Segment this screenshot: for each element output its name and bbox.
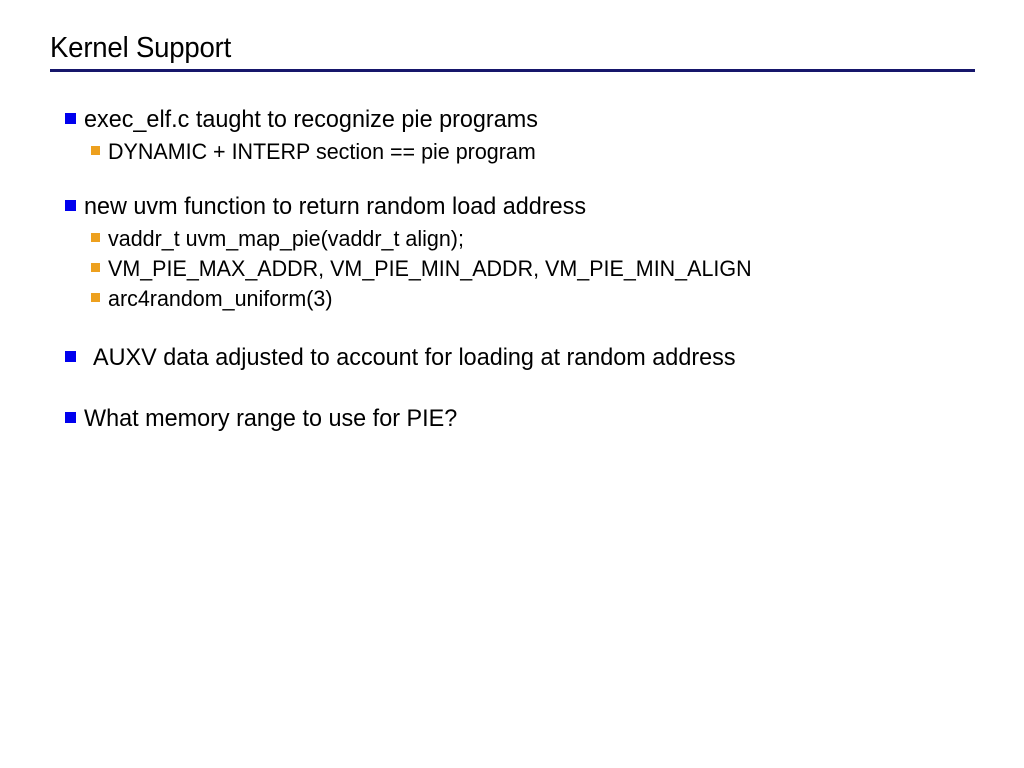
- list-item: VM_PIE_MAX_ADDR, VM_PIE_MIN_ADDR, VM_PIE…: [0, 254, 1024, 284]
- square-bullet-icon: [91, 146, 100, 155]
- square-bullet-icon: [65, 113, 76, 124]
- list-item-label: AUXV data adjusted to account for loadin…: [93, 344, 736, 371]
- square-bullet-icon: [91, 263, 100, 272]
- slide-body: exec_elf.c taught to recognize pie progr…: [0, 104, 1024, 436]
- square-bullet-icon: [65, 412, 76, 423]
- title-divider: [50, 69, 975, 72]
- list-item-label: What memory range to use for PIE?: [84, 405, 458, 432]
- list-item-label: exec_elf.c taught to recognize pie progr…: [84, 106, 538, 133]
- list-item: What memory range to use for PIE?: [0, 403, 1024, 436]
- square-bullet-icon: [65, 200, 76, 211]
- list-item: exec_elf.c taught to recognize pie progr…: [0, 104, 1024, 137]
- list-item-label: VM_PIE_MAX_ADDR, VM_PIE_MIN_ADDR, VM_PIE…: [108, 256, 752, 281]
- list-item: vaddr_t uvm_map_pie(vaddr_t align);: [0, 224, 1024, 254]
- list-item: arc4random_uniform(3): [0, 284, 1024, 314]
- spacer: [0, 314, 1024, 342]
- list-item: AUXV data adjusted to account for loadin…: [0, 342, 1024, 375]
- list-item: DYNAMIC + INTERP section == pie program: [0, 137, 1024, 167]
- list-item-label: new uvm function to return random load a…: [84, 193, 587, 220]
- spacer: [0, 375, 1024, 403]
- square-bullet-icon: [65, 351, 76, 362]
- list-item-label: arc4random_uniform(3): [108, 286, 333, 311]
- list-item: new uvm function to return random load a…: [0, 191, 1024, 224]
- list-item-label: DYNAMIC + INTERP section == pie program: [108, 139, 536, 164]
- spacer: [0, 167, 1024, 191]
- title-block: Kernel Support: [50, 31, 976, 65]
- square-bullet-icon: [91, 293, 100, 302]
- square-bullet-icon: [91, 233, 100, 242]
- page-title: Kernel Support: [50, 32, 232, 64]
- list-item-label: vaddr_t uvm_map_pie(vaddr_t align);: [108, 226, 464, 251]
